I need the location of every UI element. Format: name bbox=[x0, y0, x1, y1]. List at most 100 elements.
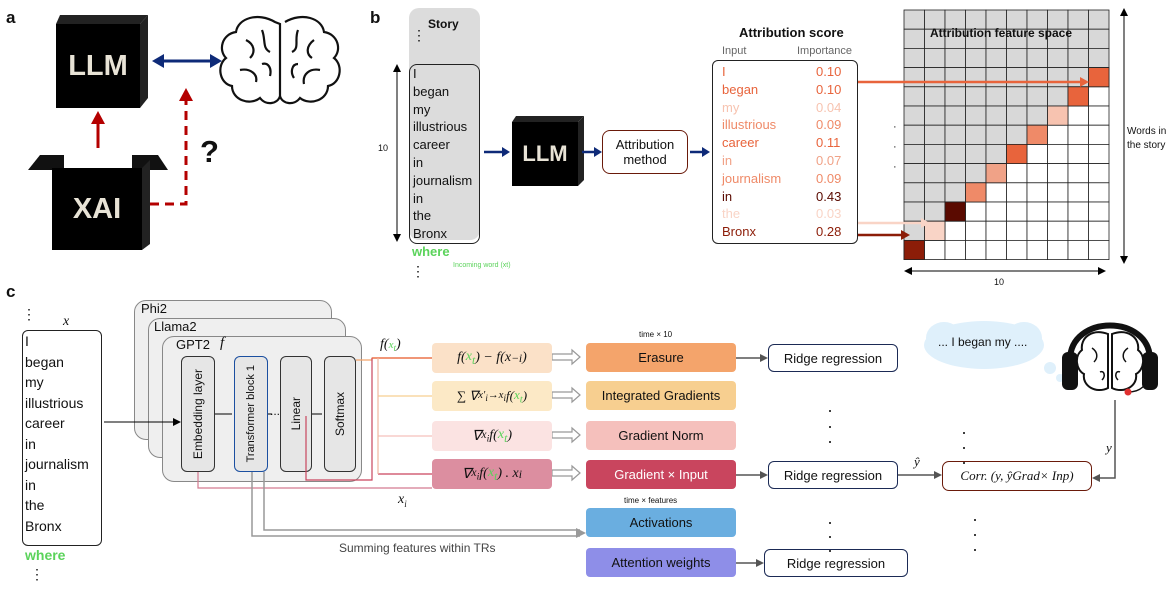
grid-cell bbox=[1088, 239, 1110, 260]
ridge-regression-box-3: Ridge regression bbox=[764, 549, 908, 577]
attribution-word: the bbox=[722, 206, 741, 222]
panel-a-letter: a bbox=[6, 8, 16, 27]
story-to-model-arrow-icon bbox=[104, 418, 181, 426]
double-arrow-icon bbox=[152, 54, 222, 68]
story-word: Bronx bbox=[413, 226, 447, 242]
incoming-word: where bbox=[412, 244, 450, 259]
panel-b-arrows bbox=[393, 64, 710, 242]
attribution-word: my bbox=[722, 99, 740, 115]
method-box: Activations bbox=[586, 508, 736, 537]
attribution-score-title: Attribution score bbox=[739, 25, 844, 40]
panel-a-graphic bbox=[28, 15, 341, 250]
grid-width-arrow-icon bbox=[904, 267, 1106, 275]
f-label: f bbox=[220, 335, 225, 351]
story-word: journalism bbox=[413, 172, 473, 188]
story-word: in bbox=[413, 190, 424, 206]
method-box: Gradient × Input bbox=[586, 460, 736, 489]
story-word-list: I began my illustrious career in journal… bbox=[413, 65, 472, 243]
ridge-to-corr-arrow-icon bbox=[898, 471, 942, 479]
brain-icon bbox=[219, 15, 341, 105]
story-word: began bbox=[413, 83, 450, 99]
story-c-word: the bbox=[25, 497, 45, 513]
attribution-word: career bbox=[722, 135, 759, 151]
llm-to-method-arrow-icon bbox=[582, 147, 602, 157]
attribution-score: 0.10 bbox=[816, 81, 842, 97]
grid-diagonal-cell bbox=[1088, 67, 1110, 88]
story-c-word: I bbox=[25, 333, 29, 349]
f-xt-label: f(xt) bbox=[380, 337, 401, 354]
ridge-regression-box-2: Ridge regression bbox=[768, 461, 898, 489]
grid-width-label: 10 bbox=[994, 277, 1005, 287]
layer-dots: ... bbox=[270, 404, 281, 418]
grid-diagonal-cell bbox=[1026, 124, 1048, 145]
grid-diagonal-cell bbox=[924, 220, 946, 241]
story-word: I bbox=[413, 66, 417, 81]
grid-diagonal-cell bbox=[903, 239, 925, 260]
attribution-method-box: Attribution method bbox=[602, 130, 688, 174]
attribution-word: illustrious bbox=[722, 117, 777, 133]
method-box: Attention weights bbox=[586, 548, 736, 577]
story-c-word: my bbox=[25, 374, 44, 390]
attribution-link-arrowhead bbox=[1080, 77, 1089, 87]
attribution-link-arrowhead bbox=[901, 230, 910, 240]
story-c-word: Bronx bbox=[25, 517, 62, 534]
embedding-layer-box: Embedding layer bbox=[181, 356, 215, 472]
xai-cube-icon bbox=[28, 155, 168, 250]
importance-header: Importance bbox=[797, 45, 853, 57]
incoming-word-caption: Incoming word (xt) bbox=[453, 262, 511, 269]
grid-diagonal-cell bbox=[1006, 143, 1028, 164]
dashed-arrow-icon bbox=[150, 88, 193, 206]
linear-layer-box: Linear bbox=[280, 356, 312, 472]
panel-c-letter: c bbox=[6, 282, 16, 301]
panel-b-letter: b bbox=[370, 8, 381, 27]
story-c-word: in bbox=[25, 476, 36, 493]
method-box: Integrated Gradients bbox=[586, 381, 736, 410]
llama2-label: Llama2 bbox=[154, 319, 197, 334]
method-box: Erasure bbox=[586, 343, 736, 372]
grid-diagonal-cell bbox=[965, 182, 987, 203]
story-word: illustrious bbox=[413, 119, 468, 135]
yhat-label: ŷ bbox=[914, 454, 920, 469]
erasure-formula-box: f(xt) − f(x−i) bbox=[432, 343, 552, 373]
grid-diagonal-cell bbox=[1067, 86, 1089, 107]
correlation-label: Corr. (y, ŷGrad× Inp) bbox=[960, 468, 1074, 483]
story-ellipsis-bottom: ⋮ bbox=[411, 263, 425, 279]
thought-bubble-text: ... I began my .... bbox=[938, 335, 1028, 349]
story-c-box bbox=[22, 330, 102, 546]
listener-brain-icon bbox=[1062, 322, 1158, 396]
correlation-box: Corr. (y, ŷGrad× Inp) bbox=[942, 461, 1092, 491]
transformer-block-box: Transformer block 1 bbox=[234, 356, 268, 472]
ellipsis-dots bbox=[829, 410, 976, 552]
story-c-word: career bbox=[25, 415, 65, 431]
xai-to-llm-arrow-icon bbox=[91, 111, 105, 148]
story-c-word: journalism bbox=[25, 456, 89, 472]
llm-cube-icon bbox=[56, 15, 148, 108]
attribution-score: 0.11 bbox=[816, 135, 841, 151]
story-c-word: began bbox=[25, 353, 64, 370]
llm-small-label: LLM bbox=[522, 141, 568, 166]
words-axis-line2: the story bbox=[1127, 140, 1166, 151]
attribution-method-line1: Attribution bbox=[615, 137, 675, 152]
story-c-word: in bbox=[25, 435, 36, 452]
ig-formula-box: ∑ ∇x′i→xi f(xt) bbox=[432, 381, 552, 411]
story-c-ellipsis-bottom: ⋮ bbox=[30, 566, 44, 582]
time-features-label: time × features bbox=[624, 496, 678, 505]
attribution-word: I bbox=[722, 64, 726, 79]
grid-vertical-dots: ··· bbox=[893, 121, 897, 173]
attribution-score: 0.28 bbox=[816, 224, 842, 240]
story-word: my bbox=[413, 101, 431, 117]
gpt2-label: GPT2 bbox=[176, 337, 210, 352]
story-c-word: illustrious bbox=[25, 394, 84, 411]
grid-axes bbox=[904, 8, 1128, 275]
x-label: x bbox=[63, 314, 70, 329]
method-box: Gradient Norm bbox=[586, 421, 736, 450]
llm-cube-label: LLM bbox=[68, 49, 128, 82]
y-label: y bbox=[1106, 440, 1112, 455]
story-title: Story bbox=[428, 17, 459, 31]
attribution-score: 0.09 bbox=[816, 170, 842, 186]
story-word: career bbox=[413, 137, 450, 153]
story-c-word-list: I began my illustrious career in journal… bbox=[25, 331, 89, 536]
softmax-layer-box: Softmax bbox=[324, 356, 356, 472]
attribution-score: 0.43 bbox=[816, 188, 842, 204]
